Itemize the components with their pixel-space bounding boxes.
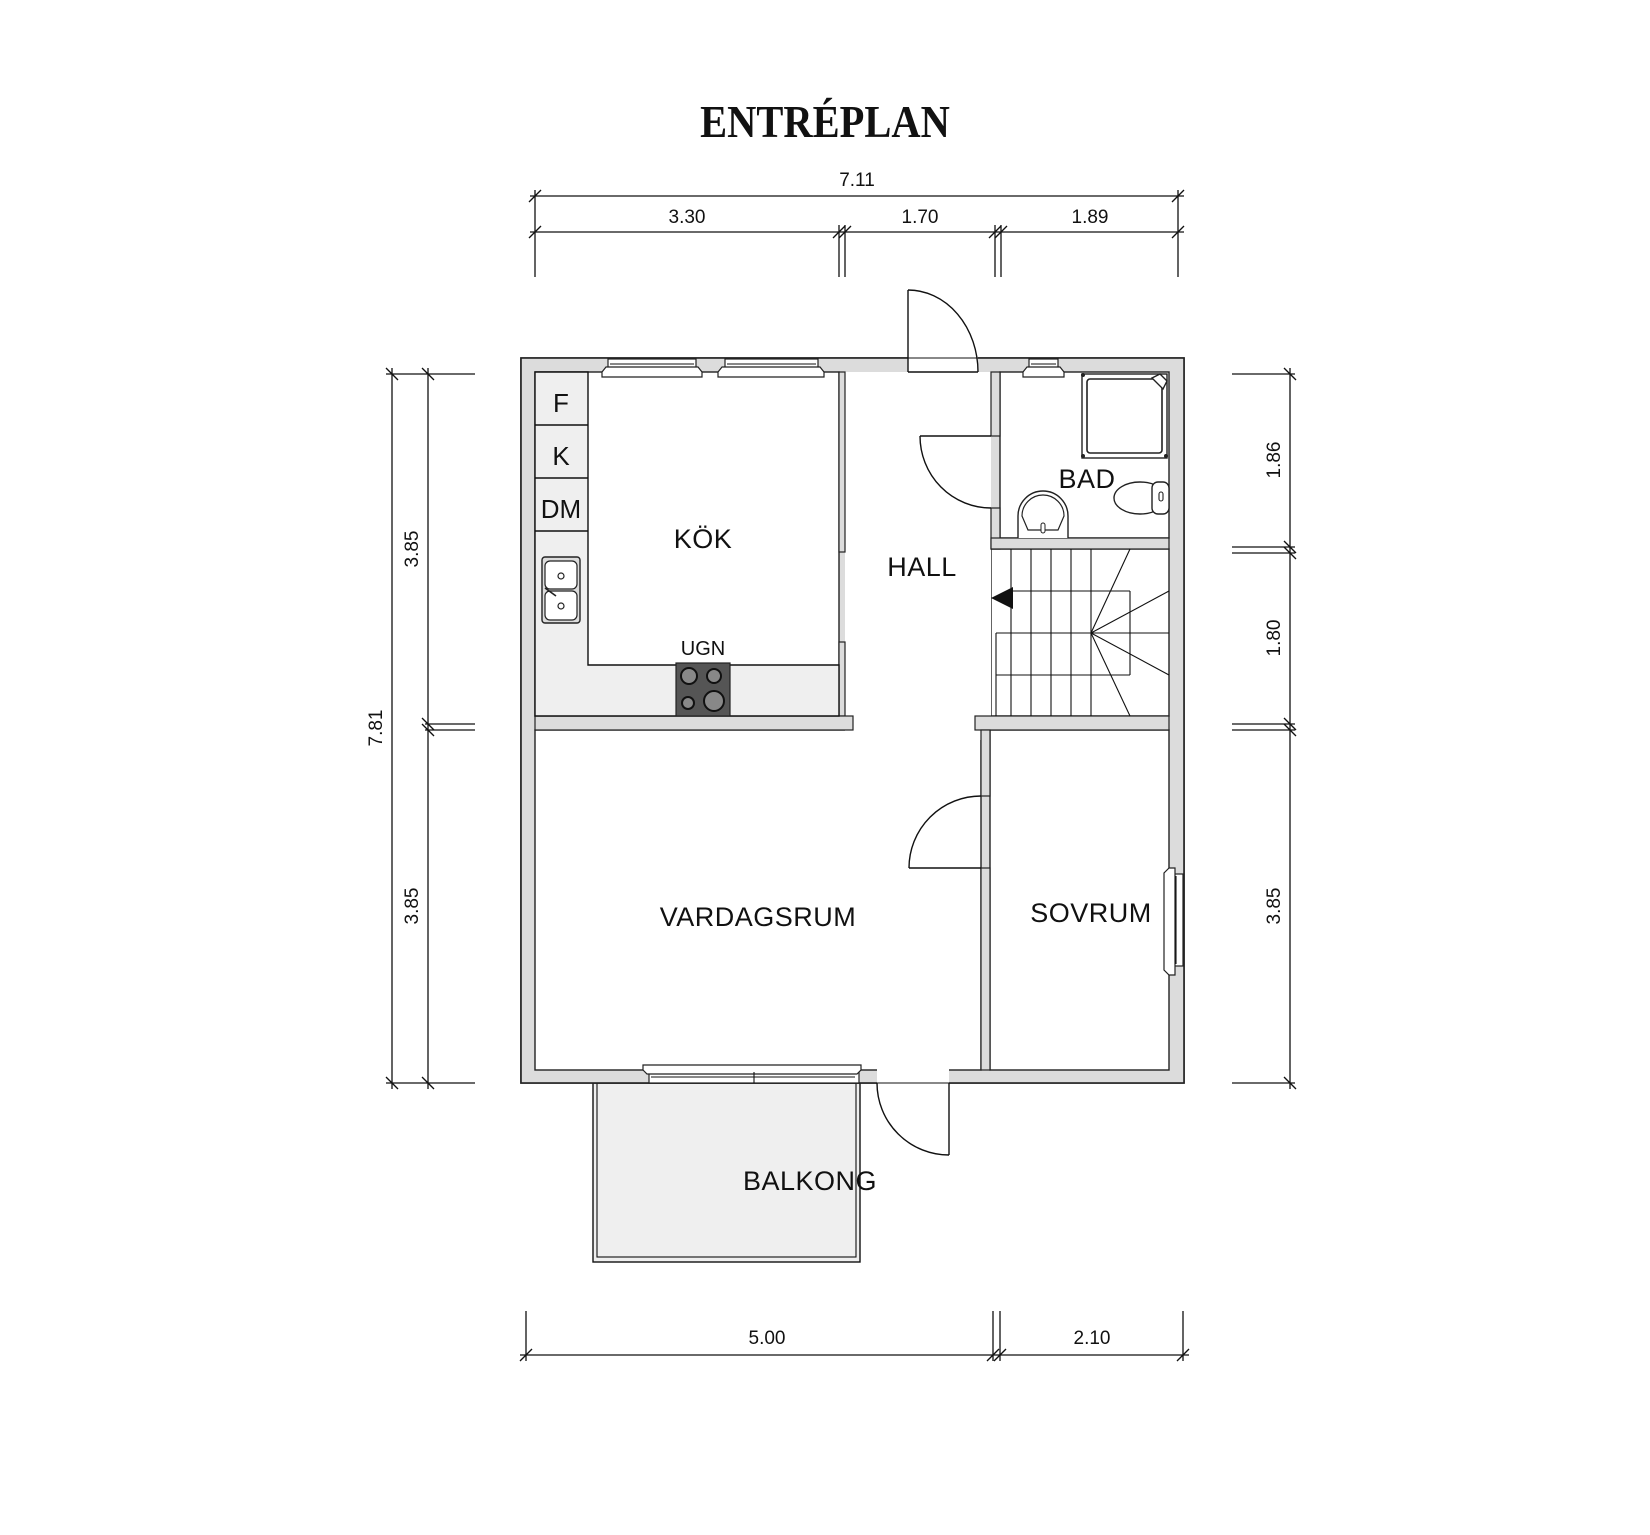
room-label-living: VARDAGSRUM (660, 902, 857, 932)
staircase (991, 548, 1170, 717)
room-label-kitchen: KÖK (674, 524, 733, 554)
window-living (642, 1064, 862, 1084)
right-dimensions: 1.86 1.80 3.85 (1232, 367, 1297, 1090)
bath-door (919, 435, 992, 509)
dim-bottom-seg-2: 2.10 (1074, 1328, 1111, 1349)
dim-right-seg-3: 3.85 (1264, 888, 1285, 925)
dim-top-seg-1: 3.30 (669, 207, 706, 228)
windows (601, 358, 1184, 1084)
bottom-dimensions: 5.00 2.10 (519, 1311, 1190, 1362)
dim-left-total: 7.81 (366, 710, 387, 747)
oven-label: UGN (681, 638, 725, 660)
stove-icon (675, 662, 731, 717)
freezer-label: K (552, 441, 570, 471)
window-kitchen-2 (717, 358, 825, 378)
balcony-door (876, 1082, 950, 1156)
washbasin-icon (1017, 490, 1069, 538)
dim-left-seg-1: 3.85 (402, 531, 423, 568)
left-dimensions: 7.81 3.85 3.85 (366, 367, 475, 1090)
dishwasher-label: DM (541, 494, 581, 524)
top-dimensions: 7.11 3.30 1.70 1.89 (528, 170, 1185, 277)
shower-icon (1081, 373, 1168, 459)
doors (876, 289, 992, 1156)
bedroom-door (908, 795, 982, 869)
room-label-bedroom: SOVRUM (1030, 898, 1152, 928)
room-label-hall: HALL (887, 552, 957, 582)
window-kitchen-1 (601, 358, 703, 378)
room-labels: KÖK HALL BAD VARDAGSRUM SOVRUM BALKONG (660, 464, 1152, 1196)
kitchen-fixtures: F K DM UGN (534, 371, 840, 717)
balcony (592, 1082, 861, 1263)
dim-left-seg-2: 3.85 (402, 888, 423, 925)
dim-right-seg-1: 1.86 (1264, 442, 1285, 479)
dim-top-seg-2: 1.70 (902, 207, 939, 228)
stair-direction-arrow-icon (991, 587, 1013, 609)
room-label-bath: BAD (1058, 464, 1115, 494)
bath-fixtures (1017, 373, 1170, 538)
window-bedroom (1163, 867, 1184, 976)
room-label-balcony: BALKONG (743, 1166, 877, 1196)
dim-top-total: 7.11 (839, 170, 875, 191)
dim-bottom-seg-1: 5.00 (749, 1328, 786, 1349)
sink-icon (541, 556, 581, 624)
dim-right-seg-2: 1.80 (1264, 620, 1285, 657)
entrance-door (907, 289, 979, 373)
fridge-label: F (553, 388, 569, 418)
plan-title: ENTRÉPLAN (700, 96, 950, 147)
dim-top-seg-3: 1.89 (1072, 207, 1109, 228)
window-bath (1022, 358, 1065, 378)
toilet-icon (1113, 481, 1170, 515)
